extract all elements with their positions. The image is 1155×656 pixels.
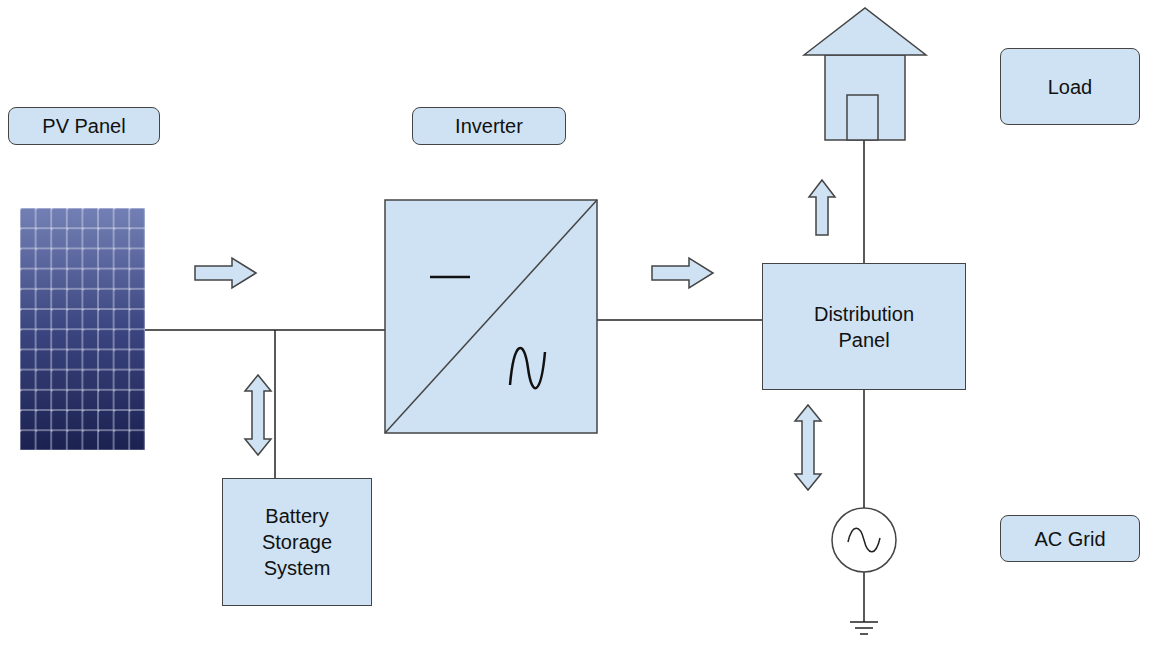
inverter-symbol <box>385 200 597 433</box>
battery-box: Battery Storage System <box>222 478 372 606</box>
pv-panel-picture <box>20 208 145 450</box>
node-label: AC Grid <box>1034 526 1105 552</box>
ac-source-symbol <box>832 508 896 572</box>
label-tag: Load <box>1000 48 1140 125</box>
label-tag: AC Grid <box>1000 515 1140 562</box>
node-label: Battery Storage System <box>242 503 352 581</box>
flow-arrows <box>195 180 835 490</box>
node-label: Load <box>1048 74 1093 100</box>
node-label: Distribution Panel <box>799 301 929 353</box>
house-symbol <box>804 8 926 140</box>
label-tag: Inverter <box>412 107 566 145</box>
distribution-panel-box: Distribution Panel <box>762 263 966 390</box>
node-label: Inverter <box>455 113 523 139</box>
node-label: PV Panel <box>42 113 125 139</box>
label-tag: PV Panel <box>8 107 160 145</box>
